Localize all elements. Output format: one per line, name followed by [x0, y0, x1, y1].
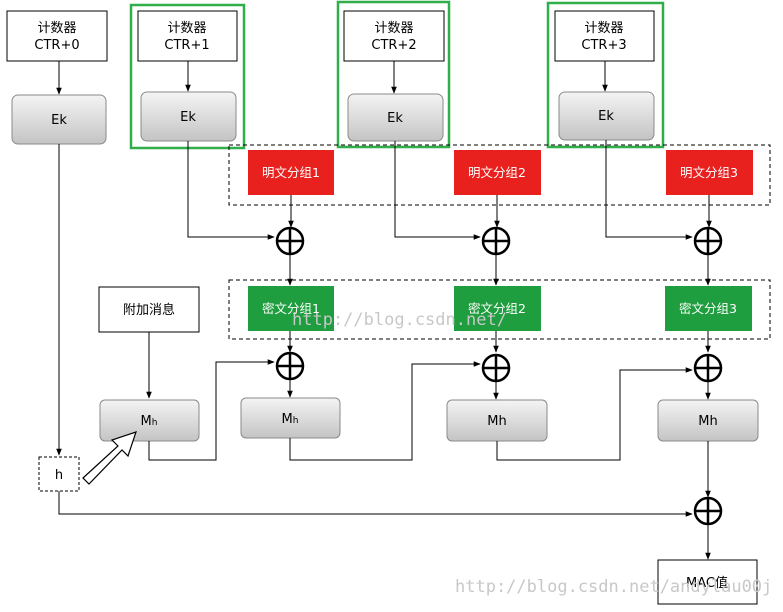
additional-data-box: 附加消息	[98, 286, 200, 333]
watermark-bottom: http://blog.csdn.net/andylau00j	[455, 577, 772, 597]
arrow-mh2-xor	[496, 367, 693, 461]
xor-icon	[275, 226, 305, 256]
svg-text:Mh: Mh	[698, 414, 717, 429]
ciphertext-block-1: 密文分组1	[248, 286, 334, 331]
watermark-center: http://blog.csdn.net/	[292, 310, 507, 330]
plaintext-group-frame	[228, 144, 771, 206]
svg-text:明文分组3: 明文分组3	[680, 165, 738, 180]
arrow-ek3-xor	[605, 140, 693, 240]
svg-text:Mh: Mh	[141, 414, 158, 429]
ek-block-1: Ek	[140, 91, 237, 142]
svg-text:Ek: Ek	[51, 113, 67, 128]
counter-3: 计数器 CTR+3	[554, 10, 655, 62]
xor-icon	[481, 226, 511, 256]
svg-text:计数器: 计数器	[374, 21, 413, 36]
svg-text:CTR+1: CTR+1	[164, 38, 209, 53]
counter-0: 计数器 CTR+0	[6, 10, 108, 62]
ciphertext-block-3: 密文分组3	[665, 286, 752, 331]
plaintext-block-3: 明文分组3	[666, 150, 753, 195]
svg-text:Ek: Ek	[387, 111, 403, 126]
counter-1: 计数器 CTR+1	[137, 10, 238, 62]
svg-text:Ek: Ek	[598, 109, 614, 124]
xor-icon	[693, 353, 723, 383]
ciphertext-block-2: 密文分组2	[454, 286, 541, 331]
highlight-frame-2	[336, 0, 451, 149]
mac-value-box: MAC值	[657, 559, 758, 605]
hash-key-box: h	[38, 456, 80, 492]
svg-text:计数器: 计数器	[37, 21, 76, 36]
svg-text:密文分组3: 密文分组3	[679, 301, 737, 316]
svg-text:附加消息: 附加消息	[123, 302, 175, 318]
ek-block-0: Ek	[11, 94, 107, 145]
arrow-ek1-xor	[187, 141, 275, 240]
arrow-mh1-xor	[289, 361, 481, 461]
svg-text:CTR+3: CTR+3	[581, 38, 626, 53]
svg-text:计数器: 计数器	[584, 21, 623, 36]
arrow-ek2-xor	[394, 141, 481, 240]
mh-block-2: Mh	[446, 399, 548, 442]
ek-block-3: Ek	[558, 91, 655, 141]
svg-text:h: h	[55, 468, 63, 483]
ek-block-2: Ek	[347, 93, 444, 142]
xor-icon	[693, 496, 723, 526]
xor-icon	[481, 353, 511, 383]
mh-block-1: Mh	[240, 397, 341, 439]
svg-text:密文分组1: 密文分组1	[262, 301, 320, 316]
arrow-mh0-xor	[148, 359, 275, 461]
hollow-arrow-icon	[82, 431, 137, 485]
ciphertext-group-frame	[228, 279, 771, 340]
counter-2: 计数器 CTR+2	[343, 10, 445, 62]
arrow-h-final-xor	[58, 491, 693, 517]
plaintext-block-2: 明文分组2	[454, 150, 541, 195]
xor-icon	[693, 226, 723, 256]
svg-text:计数器: 计数器	[167, 21, 206, 36]
svg-text:密文分组2: 密文分组2	[468, 301, 526, 316]
svg-text:MAC值: MAC值	[686, 575, 728, 591]
svg-text:明文分组2: 明文分组2	[468, 165, 526, 180]
mh-block-0: Mh	[99, 399, 200, 442]
mh-block-3: Mh	[657, 399, 759, 442]
svg-text:Ek: Ek	[180, 110, 196, 125]
xor-icon	[275, 351, 305, 381]
svg-text:明文分组1: 明文分组1	[262, 165, 320, 180]
svg-text:CTR+0: CTR+0	[34, 38, 79, 53]
plaintext-block-1: 明文分组1	[248, 150, 334, 195]
svg-text:Mh: Mh	[282, 412, 299, 427]
svg-text:CTR+2: CTR+2	[371, 38, 416, 53]
svg-text:Mh: Mh	[487, 414, 506, 429]
